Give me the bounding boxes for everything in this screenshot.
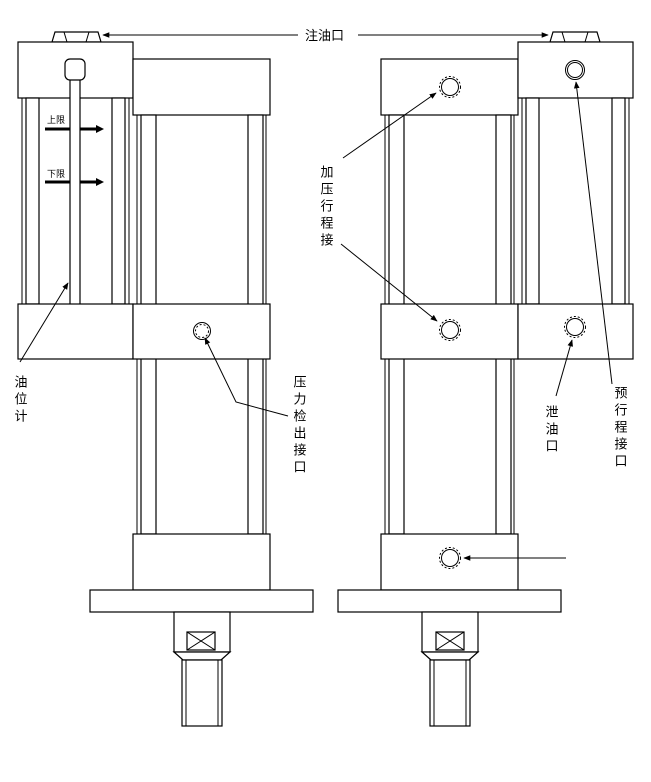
oil-drain-port [564, 316, 586, 338]
right-bottom-port [439, 547, 461, 569]
pressurize-stroke-port-top [439, 76, 461, 98]
left-bottom-block [132, 533, 271, 591]
left-cylinder-assembly: 上限 下限 [17, 31, 314, 727]
pressurize-stroke-port-middle [439, 319, 461, 341]
left-mounting-flange [89, 589, 314, 613]
left-reservoir-bottom-block [17, 303, 134, 360]
right-reservoir-rod [525, 97, 540, 305]
pressure-check-port [193, 322, 211, 340]
left-cylinder-head [132, 58, 271, 116]
upper-limit-label: 上限 [47, 115, 65, 126]
left-oil-fill-cap [51, 31, 102, 43]
right-cylinder-head [380, 58, 519, 116]
callout-leaders [19, 32, 613, 561]
pressurize-stroke-port-label: 加压行程接 [318, 165, 334, 250]
right-reservoir-rod [611, 97, 626, 305]
pre-stroke-port [565, 60, 585, 80]
right-cylinder-assembly [337, 31, 634, 727]
oil-level-gauge [64, 58, 86, 342]
oil-level-gauge-label: 油位计 [12, 375, 28, 426]
oil-drain-port-label: 泄油口 [543, 405, 559, 456]
lower-limit-label: 下限 [47, 169, 65, 180]
pressure-check-port-label: 压力检出接口 [291, 375, 307, 477]
oil-fill-port-label: 注油口 [305, 29, 344, 44]
right-oil-fill-cap [549, 31, 601, 43]
pre-stroke-port-label: 预行程接口 [612, 386, 628, 471]
right-mounting-flange [337, 589, 562, 613]
left-reservoir-rod [25, 97, 40, 305]
left-piston-rod-end [172, 611, 232, 727]
left-reservoir-rod [111, 97, 126, 305]
right-piston-rod-end [420, 611, 480, 727]
